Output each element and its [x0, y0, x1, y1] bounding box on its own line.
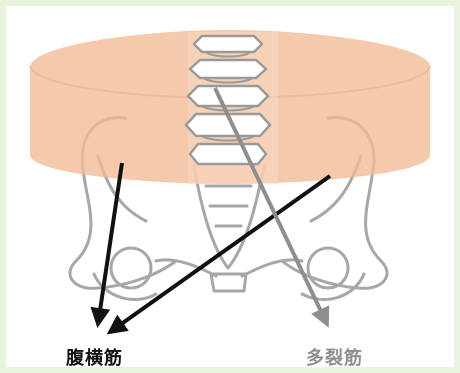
- label-multifidus: 多裂筋: [306, 347, 363, 371]
- vertebra-3: [188, 86, 268, 106]
- vertebra-5: [190, 144, 266, 164]
- pelvis-illustration: [6, 6, 454, 367]
- vertebra-2: [190, 60, 266, 78]
- vertebra-1: [194, 36, 262, 52]
- label-transverse-abdominis: 腹横筋: [66, 347, 123, 371]
- arrow-transverse-diagonal: [110, 176, 330, 332]
- illustration-canvas: 腹横筋 多裂筋: [6, 6, 454, 367]
